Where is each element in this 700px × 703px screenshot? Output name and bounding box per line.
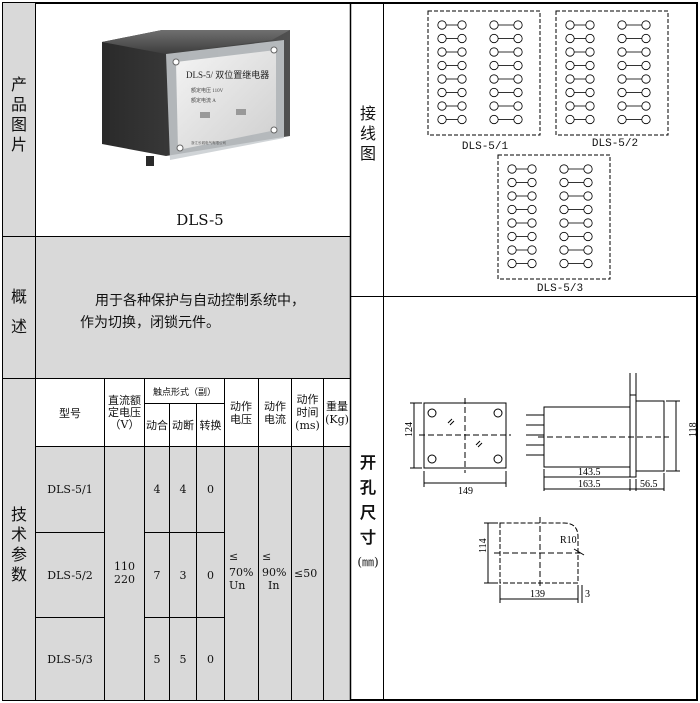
wiring-label-text: 接线图 xyxy=(360,104,377,163)
table-header-make: 动合 xyxy=(146,419,168,432)
product-model-caption: DLS-5 xyxy=(176,211,224,229)
table-row-1-change: 0 xyxy=(207,483,214,496)
overview-row-bg xyxy=(3,237,350,379)
opc-col-bg xyxy=(258,447,291,700)
dim-cutout-width: 139 xyxy=(530,589,545,600)
make-col-bg xyxy=(144,447,169,700)
table-row-3-model: DLS-5/3 xyxy=(47,652,93,666)
table-voltage-value-1: 110 xyxy=(114,560,135,573)
wt-col-bg xyxy=(323,447,350,700)
product-photo-drawing: DLS-5/ 双位置继电器 额定电压 110V 额定电流 A 浙江长城电气有限公… xyxy=(102,30,290,166)
svg-text:DLS-5/ 双位置继电器: DLS-5/ 双位置继电器 xyxy=(186,69,269,80)
product-photo: DLS-5/ 双位置继电器 额定电压 110V 额定电流 A 浙江长城电气有限公… xyxy=(96,26,290,166)
front-hole-1 xyxy=(427,408,437,418)
front-hole-2 xyxy=(493,408,503,418)
dim-cutout-height: 114 xyxy=(478,538,489,553)
table-voltage-value-2: 220 xyxy=(114,573,135,586)
break-col-bg xyxy=(169,447,196,700)
table-header-op-voltage: 动作电压 xyxy=(230,399,252,426)
wiring-block-3 xyxy=(497,154,611,280)
table-header-weight: 重量(Kg) xyxy=(325,399,349,426)
table-row-1-break: 4 xyxy=(179,483,187,496)
cutout-label-text: 开孔尺寸 xyxy=(360,453,377,547)
opt-col-bg xyxy=(291,447,323,700)
dim-front-width: 149 xyxy=(458,486,473,497)
side-view-cover xyxy=(635,400,665,472)
table-row-2-change: 0 xyxy=(207,568,214,582)
dim-cutout-gap: 3 xyxy=(585,589,590,600)
voltage-col-bg xyxy=(104,447,144,700)
side-view-flange xyxy=(629,394,637,478)
table-op-current-3: In xyxy=(268,579,280,592)
cutout-unit: (㎜) xyxy=(357,555,379,569)
wiring-diagrams xyxy=(427,10,669,280)
tech-label-bg xyxy=(3,379,35,700)
tech-label-text: 技术参数 xyxy=(11,505,28,584)
table-header-change: 转换 xyxy=(199,419,222,432)
wiring-caption-3: DLS-5/3 xyxy=(536,283,584,295)
table-row-3-break: 5 xyxy=(179,652,187,666)
photo-section-label: 产品图片 xyxy=(6,75,32,155)
table-op-voltage-2: 70% xyxy=(229,566,254,579)
cutout-outline xyxy=(499,522,579,584)
tech-section-label: 技术参数 xyxy=(6,505,32,585)
dim-side-body: 143.5 xyxy=(578,467,601,478)
table-row-2-break: 3 xyxy=(179,568,187,582)
change-col-bg xyxy=(196,447,224,700)
dim-front-height: 124 xyxy=(404,422,415,437)
svg-text:额定电流 A: 额定电流 A xyxy=(191,97,216,104)
table-op-voltage-3: Un xyxy=(229,579,246,592)
wiring-block-1 xyxy=(427,10,541,136)
photo-label-bg xyxy=(3,3,35,237)
table-header-contact: 触点形式（副） xyxy=(152,387,216,398)
front-hole-3 xyxy=(427,454,437,464)
table-header-model: 型号 xyxy=(59,406,81,420)
model-col-bg xyxy=(36,447,104,700)
dim-side-total: 163.5 xyxy=(578,479,601,490)
table-op-current-2: 90% xyxy=(262,566,287,579)
wiring-block-2 xyxy=(555,10,669,136)
table-header-break: 动断 xyxy=(172,419,194,432)
table-op-time: ≤50 xyxy=(294,567,318,580)
front-hole-4 xyxy=(493,454,503,464)
opv-col-bg xyxy=(224,447,258,700)
overview-text-line-2: 作为切换，闭锁元件。 xyxy=(80,315,220,331)
dim-cutout-radius: R10 xyxy=(560,535,577,546)
table-row-1-make: 4 xyxy=(153,483,161,496)
dimension-drawings: 124 149 143.5 163.5 56.5 118 114 139 3 R… xyxy=(404,373,697,603)
table-row-2-model: DLS-5/2 xyxy=(47,568,93,582)
overview-section-label: 概述 xyxy=(6,282,32,342)
table-row-1-model: DLS-5/1 xyxy=(47,483,93,496)
table-op-current-1: ≤ xyxy=(262,550,272,563)
svg-text:额定电压 110V: 额定电压 110V xyxy=(191,87,224,94)
table-header-op-current: 动作电流 xyxy=(264,399,286,426)
overview-label-text: 概述 xyxy=(11,287,28,336)
wiring-caption-1: DLS-5/1 xyxy=(461,141,509,153)
photo-label-text: 产品图片 xyxy=(11,75,28,154)
table-op-voltage-1: ≤ xyxy=(229,550,239,563)
overview-text-line-1: 用于各种保护与自动控制系统中， xyxy=(95,293,305,309)
svg-text:浙江长城电气有限公司: 浙江长城电气有限公司 xyxy=(191,140,226,145)
table-row-2-make: 7 xyxy=(153,568,161,582)
table-row-3-make: 5 xyxy=(153,652,161,666)
wiring-section-label: 接线图 xyxy=(356,104,380,164)
wiring-caption-2: DLS-5/2 xyxy=(591,138,639,150)
table-header-voltage: 直流额定电压（V） xyxy=(108,393,141,431)
cutout-section-label: 开孔尺寸 xyxy=(356,450,380,550)
dim-side-height: 118 xyxy=(688,422,697,437)
table-row-3-change: 0 xyxy=(207,652,214,666)
table-header-op-time: 动作时间(ms) xyxy=(295,393,320,432)
dim-side-tail: 56.5 xyxy=(640,479,658,490)
